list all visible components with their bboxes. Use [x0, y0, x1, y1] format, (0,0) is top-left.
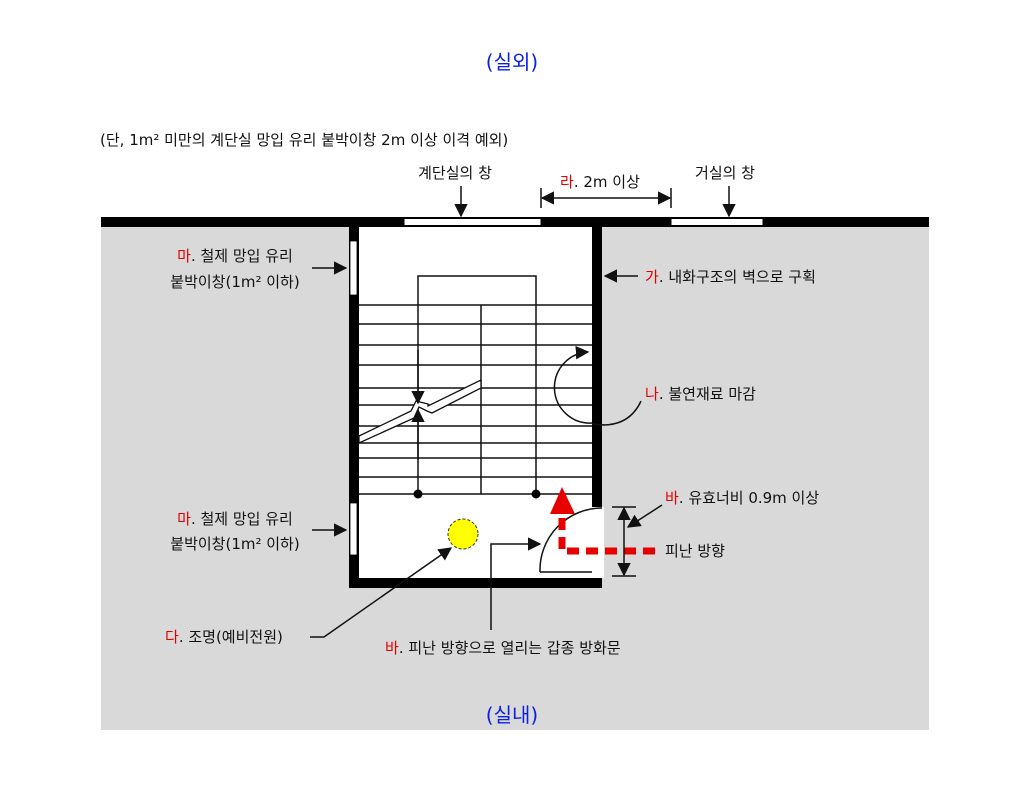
na-prefix: 나 — [645, 385, 659, 403]
ra-text: . 2m 이상 — [574, 173, 640, 191]
fixed-window-upper-label-1: 마. 철제 망입 유리 — [177, 247, 293, 265]
living-window — [670, 218, 764, 226]
door-width-dimension — [612, 504, 663, 577]
fixed-window-lower-label-2: 붙박이창(1m² 이하) — [170, 535, 299, 553]
ra-prefix: 라 — [560, 173, 574, 191]
ga-prefix: 가 — [645, 268, 659, 286]
evacuation-direction-label: 피난 방향 — [665, 542, 725, 560]
separation-label: 라. 2m 이상 — [560, 173, 640, 191]
na-text: . 불연재료 마감 — [659, 385, 756, 403]
ba-prefix: 바 — [385, 639, 399, 657]
stair-window — [403, 218, 542, 226]
ma-text: . 철제 망입 유리 — [191, 247, 293, 265]
fixed-window-lower — [349, 502, 358, 556]
stairwell-interior — [359, 227, 592, 578]
noncombustible-label: 나. 불연재료 마감 — [645, 385, 756, 403]
door-opening — [592, 507, 604, 578]
outdoor-title: (실외) — [486, 50, 538, 74]
fire-door-label: 바. 피난 방향으로 열리는 갑종 방화문 — [385, 639, 621, 657]
living-window-label: 거실의 창 — [695, 164, 755, 182]
lighting-label: 다. 조명(예비전원) — [165, 628, 283, 646]
door-width-label: 바. 유효너비 0.9m 이상 — [665, 489, 819, 507]
ga-text: . 내화구조의 벽으로 구획 — [659, 268, 816, 286]
da-text: . 조명(예비전원) — [179, 628, 283, 646]
fire-door — [539, 507, 603, 573]
emergency-light — [447, 518, 479, 550]
fixed-window-upper — [349, 240, 358, 296]
stair-window-label: 계단실의 창 — [418, 164, 492, 182]
fire-wall-label: 가. 내화구조의 벽으로 구획 — [645, 268, 816, 286]
ba-text: . 유효너비 0.9m 이상 — [679, 489, 820, 507]
fixed-window-upper-label-2: 붙박이창(1m² 이하) — [170, 273, 299, 291]
exception-note: (단, 1m² 미만의 계단실 망입 유리 붙박이창 2m 이상 이격 예외) — [100, 131, 508, 149]
stairs — [358, 275, 592, 499]
ma-text: . 철제 망입 유리 — [191, 510, 293, 528]
da-prefix: 다 — [165, 628, 179, 646]
ma-prefix: 마 — [177, 510, 191, 528]
ba-prefix: 바 — [665, 489, 679, 507]
fixed-window-lower-label-1: 마. 철제 망입 유리 — [177, 510, 293, 528]
indoor-title: (실내) — [486, 703, 538, 727]
ba-text: . 피난 방향으로 열리는 갑종 방화문 — [399, 639, 621, 657]
ma-prefix: 마 — [177, 247, 191, 265]
